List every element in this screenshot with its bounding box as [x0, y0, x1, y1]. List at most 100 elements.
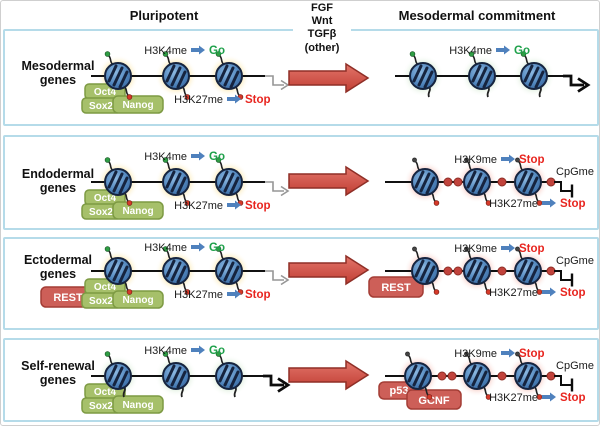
commitment-arrow-icon — [288, 166, 369, 196]
chromatin-committed: H3K4me Go — [395, 45, 590, 97]
cpgme-label: CpGme — [556, 360, 594, 372]
mark-h3k27me: H3K27me — [174, 289, 223, 301]
cpg-methyl-dot — [453, 177, 463, 187]
stop-label: Stop — [519, 348, 545, 360]
stop-label: Stop — [560, 287, 586, 299]
mark-h3k4me: H3K4me — [144, 345, 187, 357]
implies-arrow-icon — [191, 151, 205, 161]
svg-text:Oct4: Oct4 — [94, 87, 117, 98]
go-label: Go — [209, 345, 225, 357]
factor-box-nanog: Nanog — [112, 395, 164, 414]
stop-label: Stop — [519, 154, 545, 166]
mark-h3k9me: H3K9me — [454, 348, 497, 360]
implies-arrow-icon — [191, 45, 205, 55]
signal-fgf: FGF — [311, 2, 333, 14]
commitment-arrow-icon — [288, 255, 369, 285]
svg-text:GCNF: GCNF — [418, 395, 449, 407]
cpg-methyl-dot — [546, 177, 556, 187]
mark-h3k4me: H3K4me — [144, 242, 187, 254]
cpg-methyl-dot — [546, 266, 556, 276]
stop-label: Stop — [245, 289, 271, 301]
column-title-mesodermal-commitment: Mesodermal commitment — [398, 8, 556, 23]
stop-label: Stop — [245, 200, 271, 212]
svg-text:Oct4: Oct4 — [94, 193, 117, 204]
go-label: Go — [514, 45, 530, 57]
cpg-methyl-dot — [447, 371, 457, 381]
commitment-arrow-icon — [288, 360, 369, 390]
svg-text:REST: REST — [53, 292, 83, 304]
mark-h3k27me: H3K27me — [489, 287, 538, 299]
panel-mesodermal-diagram: Oct4 Sox2 Nanog H3K4me Go H3K27me Stop H… — [81, 45, 590, 114]
mark-h3k4me: H3K4me — [144, 151, 187, 163]
implies-arrow-icon — [542, 287, 556, 297]
implies-arrow-icon — [501, 243, 515, 253]
chromatin-committed: p53 GCNF H3K9me Stop H3K27me Stop CpGme — [378, 348, 594, 410]
tss-arrow-active — [261, 374, 290, 393]
svg-text:Oct4: Oct4 — [94, 387, 117, 398]
mark-h3k4me: H3K4me — [449, 45, 492, 57]
cpgme-label: CpGme — [556, 255, 594, 267]
svg-text:REST: REST — [381, 282, 411, 294]
go-label: Go — [209, 45, 225, 57]
cpg-methyl-dot — [443, 266, 453, 276]
stop-label: Stop — [560, 392, 586, 404]
factor-box-nanog: Nanog — [112, 290, 164, 309]
tss-arrow-poised — [264, 181, 289, 197]
cpg-methyl-dot — [497, 371, 507, 381]
factor-box-sox2: Sox2 — [81, 397, 121, 414]
stop-label: Stop — [519, 243, 545, 255]
svg-text:Sox2: Sox2 — [89, 296, 113, 307]
cpg-methyl-dot — [453, 266, 463, 276]
implies-arrow-icon — [191, 242, 205, 252]
svg-text:Sox2: Sox2 — [89, 207, 113, 218]
tss-blocked-icon — [552, 180, 574, 199]
cpg-methyl-dot — [497, 266, 507, 276]
factor-box-nanog: Nanog — [112, 201, 164, 220]
svg-text:Oct4: Oct4 — [94, 282, 117, 293]
signal-list: FGF Wnt TGFβ (other) — [293, 2, 351, 55]
panel-endodermal-diagram: Oct4 Sox2 Nanog H3K4me Go H3K27me Stop H… — [81, 151, 594, 220]
cpgme-label: CpGme — [556, 166, 594, 178]
svg-text:Nanog: Nanog — [122, 295, 153, 306]
chromatin-committed: H3K9me Stop H3K27me Stop CpGme — [385, 154, 594, 210]
chromatin-pluripotent: Oct4 Sox2 Nanog H3K4me Go — [81, 345, 290, 414]
tss-blocked-icon — [552, 269, 574, 288]
tss-arrow-poised — [264, 270, 289, 286]
tss-blocked-icon — [552, 374, 574, 393]
mark-h3k27me: H3K27me — [489, 198, 538, 210]
stop-label: Stop — [560, 198, 586, 210]
implies-arrow-icon — [501, 154, 515, 164]
commitment-arrow-icon — [288, 63, 369, 93]
implies-arrow-icon — [496, 45, 510, 55]
factor-box-sox2: Sox2 — [81, 97, 121, 114]
mark-h3k4me: H3K4me — [144, 45, 187, 57]
chromatin-pluripotent: REST Oct4 Sox2 Nanog H3K4me Go H3K27me S… — [40, 242, 289, 309]
factor-box-nanog: Nanog — [112, 95, 164, 114]
panel-self-renewal-genes: Oct4 Sox2 Nanog H3K4me Go p53 GCNF H3K9m… — [3, 338, 599, 422]
row-label-mesodermal-genes: Mesodermal genes — [21, 59, 95, 88]
svg-text:Nanog: Nanog — [122, 100, 153, 111]
tss-arrow-active — [561, 74, 590, 93]
factor-box-sox2: Sox2 — [81, 292, 121, 309]
cpg-methyl-dot — [497, 177, 507, 187]
svg-text:Nanog: Nanog — [122, 400, 153, 411]
implies-arrow-icon — [191, 345, 205, 355]
svg-text:Nanog: Nanog — [122, 206, 153, 217]
signal-wnt: Wnt — [311, 15, 333, 28]
chromatin-committed: REST H3K9me Stop H3K27me Stop CpGme — [368, 243, 594, 299]
factor-box-gcnf: GCNF — [406, 389, 462, 410]
panel-ectodermal-diagram: REST Oct4 Sox2 Nanog H3K4me Go H3K27me S… — [40, 242, 594, 309]
tss-arrow-poised — [264, 75, 289, 91]
factor-box-rest: REST — [368, 276, 424, 298]
chromatin-pluripotent: Oct4 Sox2 Nanog H3K4me Go H3K27me Stop — [81, 45, 289, 114]
svg-text:p53: p53 — [390, 385, 409, 397]
go-label: Go — [209, 242, 225, 254]
cpg-methyl-dot — [443, 177, 453, 187]
column-title-pluripotent: Pluripotent — [129, 8, 199, 23]
mark-h3k9me: H3K9me — [454, 243, 497, 255]
row-label-self-renewal-genes: Self-renewal genes — [21, 359, 95, 388]
panel-endodermal-genes: Oct4 Sox2 Nanog H3K4me Go H3K27me Stop H… — [3, 135, 599, 230]
svg-text:Sox2: Sox2 — [89, 401, 113, 412]
mark-h3k9me: H3K9me — [454, 154, 497, 166]
implies-arrow-icon — [542, 198, 556, 208]
